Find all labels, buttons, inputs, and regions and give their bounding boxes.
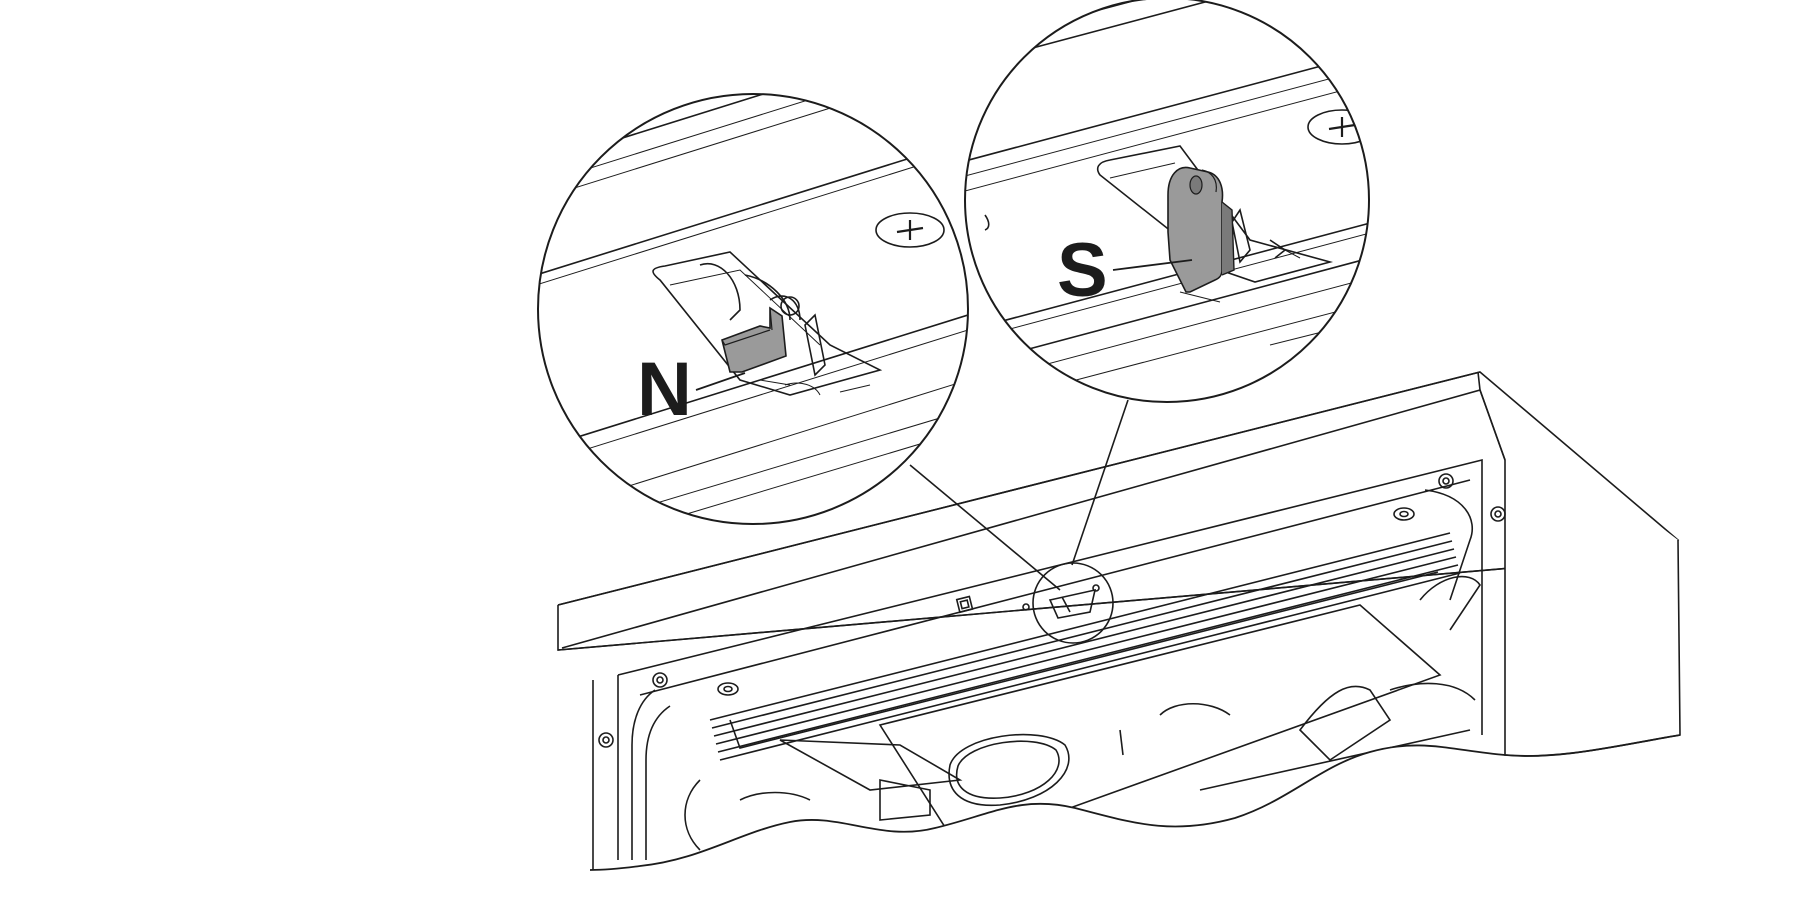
leader-line-right — [1071, 399, 1129, 566]
screw-frame-a — [717, 682, 739, 696]
screw-right-side — [1490, 506, 1506, 522]
callout-label-s: S — [1057, 228, 1108, 313]
screw-left-front — [652, 672, 668, 688]
inner-panel — [878, 604, 1442, 836]
callout-left: N — [537, 93, 969, 525]
screw-right-top — [1438, 473, 1454, 489]
callout-right-slot — [1096, 145, 1334, 283]
filter-ring — [948, 733, 1070, 807]
screw-frame-b — [1393, 507, 1415, 521]
callout-left-screw — [875, 212, 945, 248]
screw-left-side — [598, 732, 614, 748]
cutaway-edge — [589, 734, 1681, 871]
gasket-rail — [684, 532, 1481, 851]
latch-n-leader — [695, 372, 746, 391]
dishwasher-body — [557, 371, 1681, 871]
right-side-panel — [1479, 389, 1681, 757]
callout-right-screw — [1307, 109, 1369, 145]
rim-button — [955, 595, 974, 614]
callout-label-n: N — [637, 347, 692, 432]
spray-arm-right — [1298, 685, 1392, 762]
leader-line-left — [909, 464, 1061, 591]
callout-left-slot — [652, 251, 883, 396]
callout-right: S — [964, 0, 1370, 403]
latch-n — [721, 306, 787, 373]
spray-arm-left — [779, 739, 963, 791]
latch-s-leader — [1112, 259, 1193, 271]
door-frame — [617, 458, 1483, 735]
